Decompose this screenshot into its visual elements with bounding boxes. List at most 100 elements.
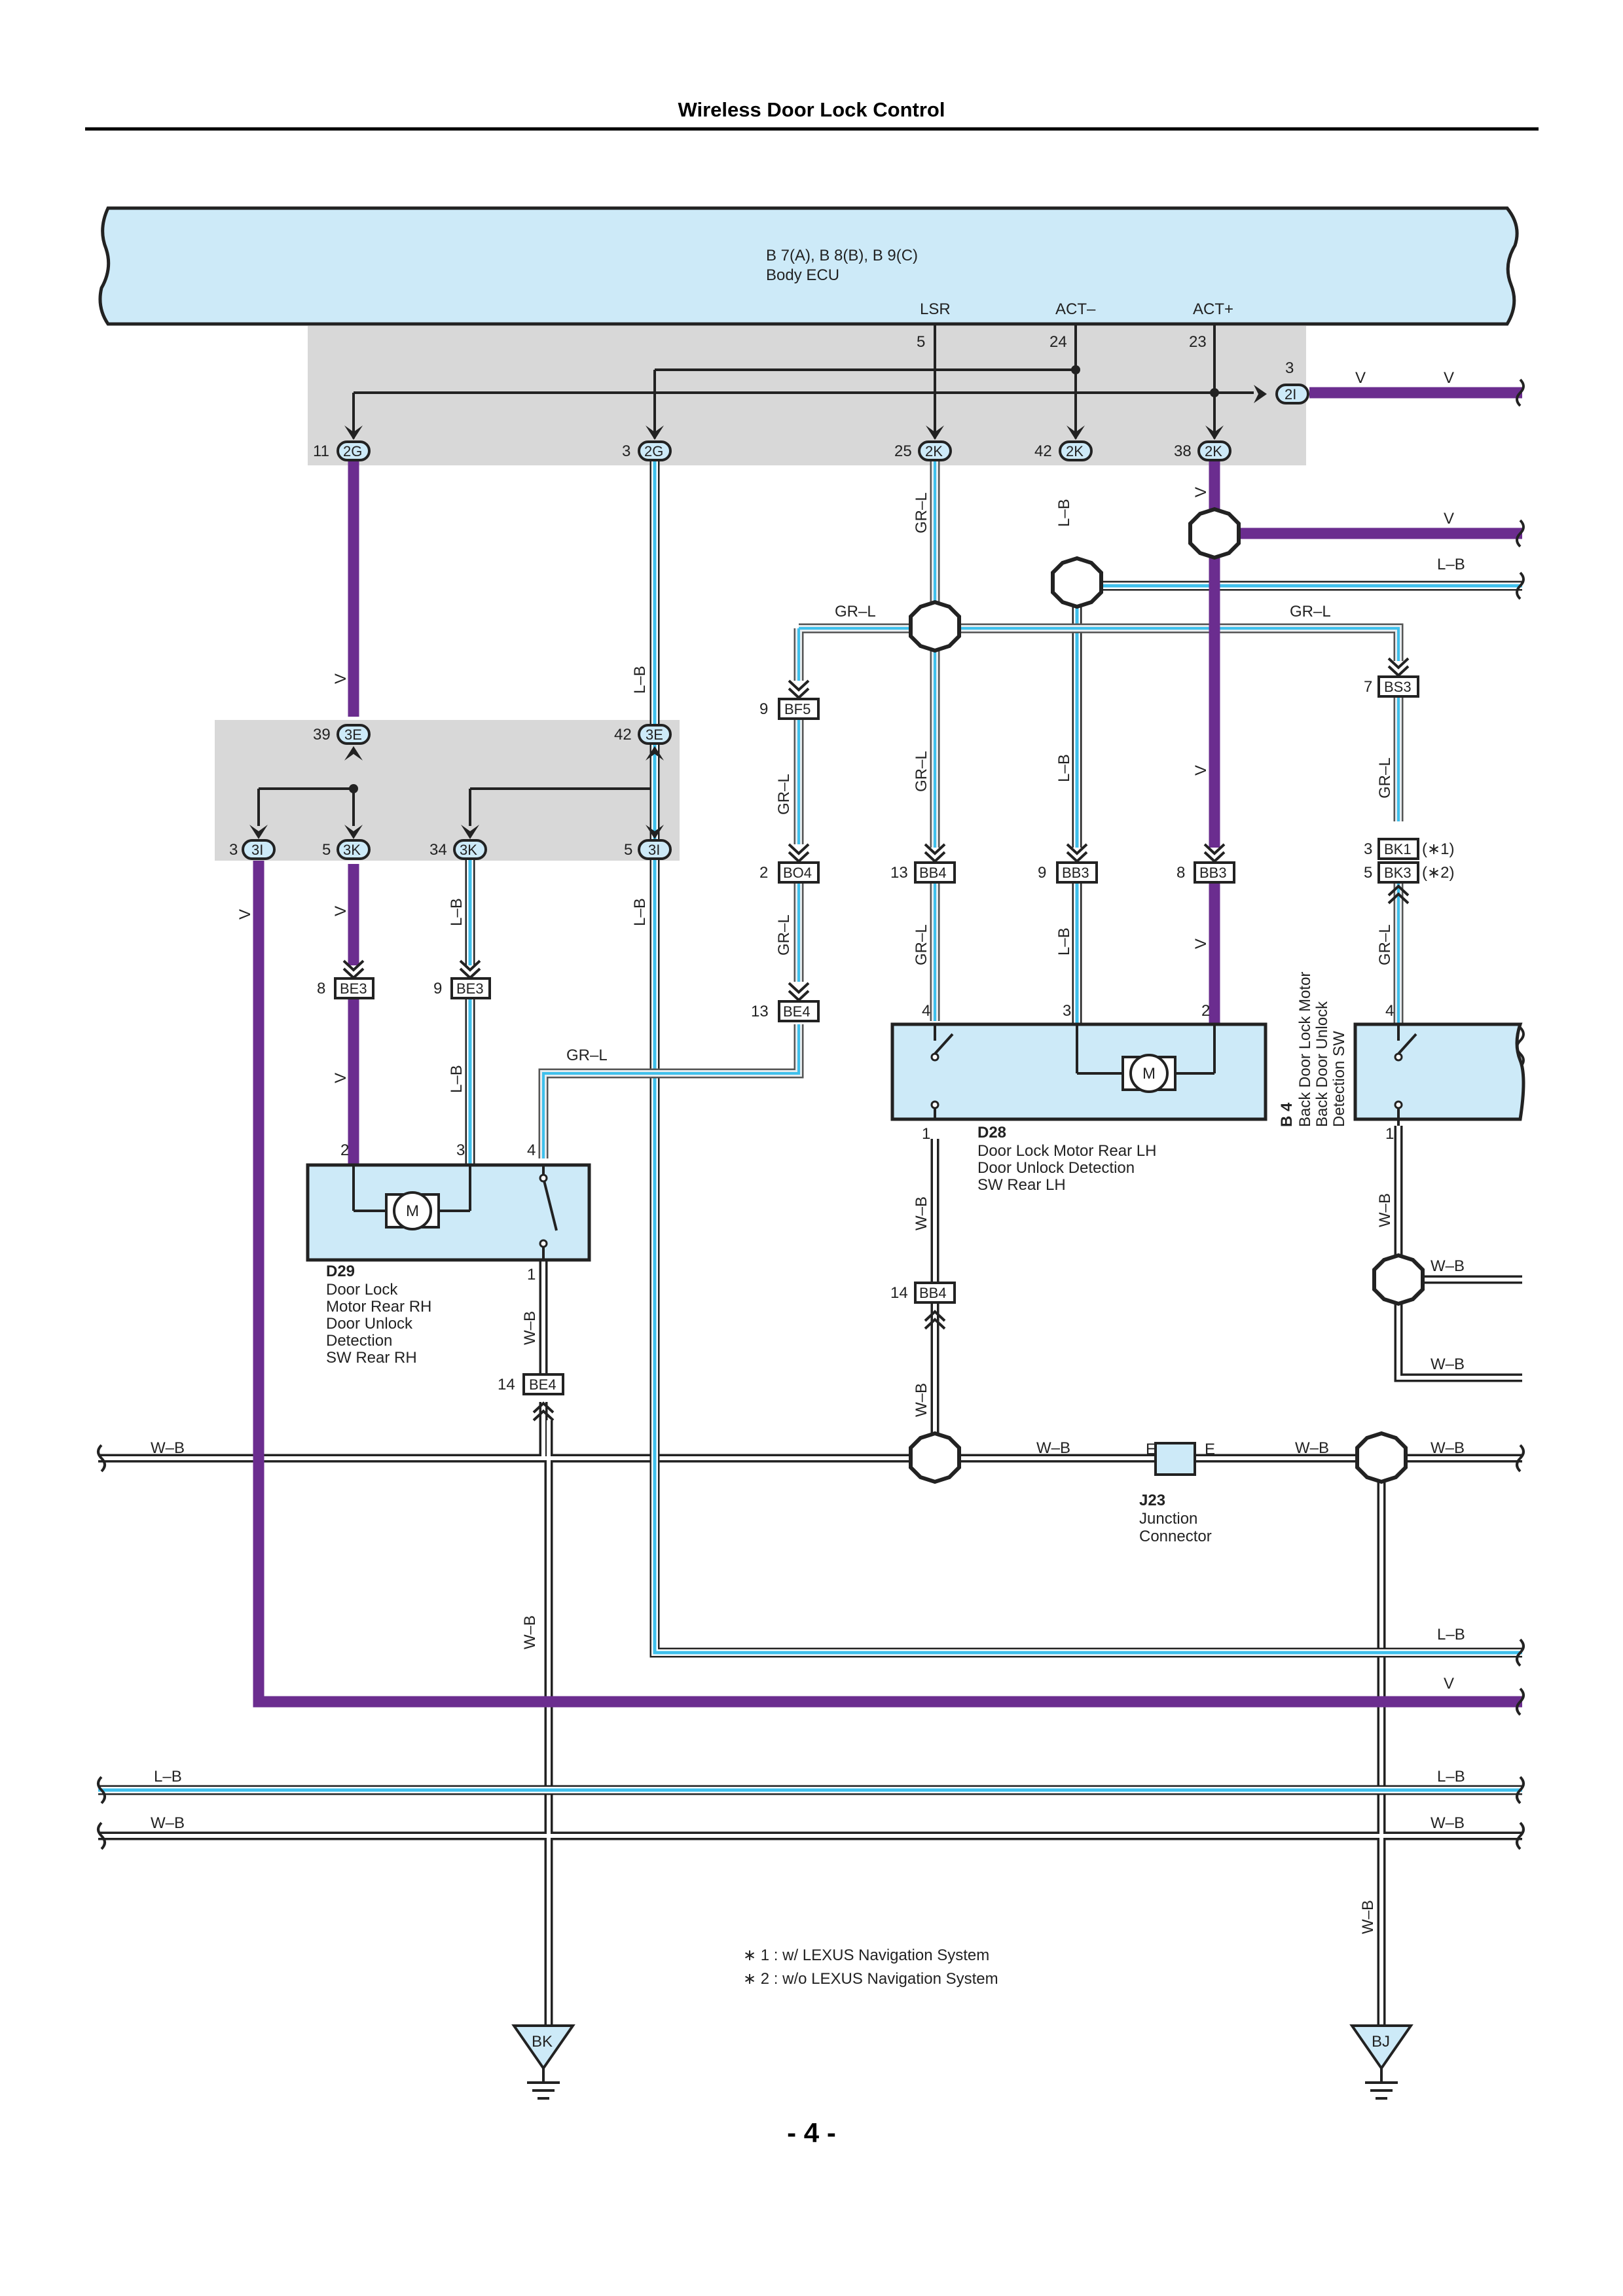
diagram-shape — [788, 843, 810, 863]
diagram-shape — [914, 1282, 956, 1304]
diagram-shape — [1349, 2024, 1413, 2071]
conn-id: BK1 — [1384, 841, 1412, 857]
ecu-pin-num: 24 — [1049, 333, 1067, 351]
ecu-pin-lsr: LSR — [920, 300, 951, 318]
d28-box — [890, 1022, 1267, 1121]
wire-label: GR–L — [913, 751, 930, 792]
conn-id: 3I — [251, 842, 263, 858]
d28-line: Door Lock Motor Rear LH — [977, 1142, 1156, 1160]
diagram-shape — [542, 1177, 558, 1231]
j23-pin: E — [1205, 1441, 1215, 1458]
conn-pin: 9 — [759, 700, 768, 718]
wire-label: GR–L — [1376, 924, 1394, 965]
conn-note: (∗1) — [1422, 840, 1454, 858]
wire-label: W–B — [1431, 1257, 1465, 1275]
diagram-shape — [1516, 1444, 1525, 1473]
wire-label: L–B — [1437, 1768, 1465, 1785]
ecu-pin-act-plus: ACT+ — [1193, 300, 1233, 318]
diagram-shape — [1394, 1100, 1403, 1109]
diagram-shape — [453, 839, 487, 860]
conn-pin: 3 — [1364, 840, 1372, 858]
wire-label: W–B — [1376, 1193, 1394, 1227]
wire-label: W–B — [1431, 1439, 1465, 1457]
ground-bk — [511, 2024, 575, 2100]
wire-label: GR–L — [1376, 757, 1394, 798]
b4-pin: 1 — [1385, 1125, 1394, 1143]
diagram-shape — [1188, 507, 1241, 560]
conn-id: 2K — [925, 443, 943, 459]
diagram-shape — [542, 461, 1400, 1158]
d29-line: Motor Rear RH — [326, 1298, 431, 1316]
motor-label: M — [1142, 1065, 1156, 1083]
d29-pin: 2 — [340, 1141, 349, 1159]
conn-pin: 5 — [322, 841, 331, 859]
diagram-shape — [349, 784, 358, 793]
diagram-shape — [249, 825, 268, 839]
body-ecu-box — [98, 206, 1519, 326]
diagram-shape — [539, 1239, 548, 1248]
diagram-shape — [337, 440, 371, 461]
conn-pin: 9 — [1038, 864, 1046, 882]
diagram-shape — [788, 679, 810, 700]
d28-pin: 1 — [922, 1125, 930, 1143]
diagram-shape — [924, 843, 946, 863]
conn-id: 2G — [644, 443, 663, 459]
diagram-shape — [344, 746, 363, 761]
diagram-shape — [1372, 1253, 1425, 1306]
diagram-shape — [914, 861, 956, 884]
wire-label: GR–L — [775, 914, 793, 956]
wire-label: V — [1444, 510, 1454, 528]
wire-label: V — [332, 1073, 350, 1083]
conn-note: (∗2) — [1422, 864, 1454, 882]
conn-pin: 42 — [1034, 442, 1052, 460]
b4-id: B 4 — [1278, 1102, 1296, 1127]
conn-id: BK3 — [1384, 865, 1412, 881]
wire-label: L–B — [1055, 499, 1073, 527]
diagram-shape — [1516, 571, 1525, 600]
b4-line: Detection SW — [1330, 1031, 1348, 1127]
diagram-shape — [344, 425, 363, 440]
page-number: - 4 - — [787, 2117, 836, 2148]
diagram-shape — [97, 1776, 106, 1804]
diagram-shape — [97, 1444, 106, 1473]
conn-pin: 8 — [1176, 864, 1185, 882]
diagram-shape — [1051, 556, 1103, 609]
wires-l-b — [98, 461, 1522, 1795]
conn-id: BS3 — [1384, 679, 1412, 695]
diagram-shape — [909, 1431, 961, 1484]
d28-internals — [934, 1024, 1216, 1119]
diagram-shape — [98, 1126, 1522, 2036]
diagram-shape — [532, 1401, 555, 1422]
wire-label: V — [1355, 369, 1366, 387]
diagram-shape — [459, 960, 481, 980]
diagram-shape — [511, 2024, 575, 2071]
conn-id: 2I — [1285, 386, 1296, 403]
junction-block-area — [215, 720, 680, 861]
diagram-shape — [1516, 378, 1525, 407]
diagram-shape — [1129, 1054, 1169, 1093]
wire-label: L–B — [1055, 927, 1073, 956]
diagram-shape — [1254, 385, 1267, 403]
diagram-shape — [1397, 1033, 1417, 1055]
conn-id: BE4 — [783, 1003, 811, 1020]
conn-pin: 2 — [759, 864, 768, 882]
wires-v — [253, 387, 1522, 1708]
wire-label: L–B — [631, 666, 649, 694]
d28-pin: 2 — [1201, 1002, 1210, 1020]
d28-pin: 3 — [1063, 1002, 1071, 1020]
splice-points — [909, 507, 1425, 1484]
d29-line: Detection — [326, 1332, 392, 1350]
diagram-shape — [638, 440, 672, 461]
d29-line: Door Lock — [326, 1281, 398, 1299]
wire-label: W–B — [151, 1814, 185, 1832]
conn-id: BE4 — [529, 1376, 556, 1393]
diagram-shape — [926, 425, 944, 440]
diagram-shape — [1516, 1687, 1525, 1716]
conn-id: 3E — [344, 726, 362, 743]
diagram-shape — [930, 1052, 939, 1062]
conn-pin: 5 — [1364, 864, 1372, 882]
d29-pin: 3 — [456, 1141, 465, 1159]
diagram-shape — [1275, 384, 1309, 404]
wire-label: V — [236, 909, 254, 920]
diagram-shape — [1377, 838, 1419, 860]
